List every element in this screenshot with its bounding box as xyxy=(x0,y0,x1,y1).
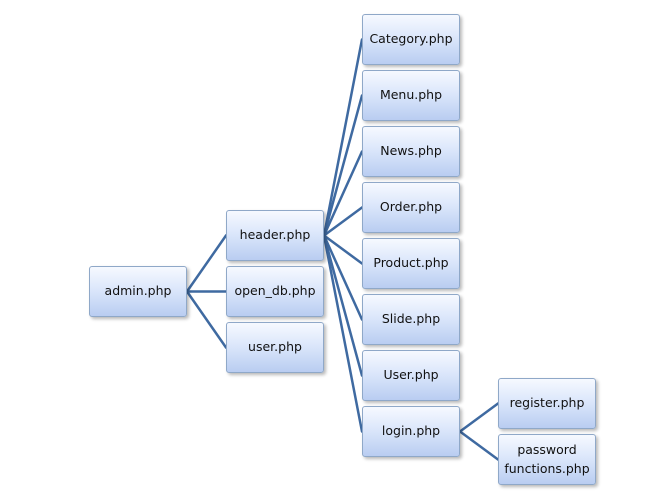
edge-admin-to-header xyxy=(185,234,228,293)
node-user-page-php: User.php xyxy=(362,350,460,401)
node-login-php: login.php xyxy=(362,406,460,457)
node-menu-php: Menu.php xyxy=(362,70,460,121)
node-product-php: Product.php xyxy=(362,238,460,289)
node-slide-php: Slide.php xyxy=(362,294,460,345)
edge-login-to-password xyxy=(458,430,500,461)
edge-admin-to-user_root xyxy=(185,290,228,349)
edge-header-to-slide xyxy=(322,234,364,321)
node-admin-php: admin.php xyxy=(89,266,187,317)
node-news-php: News.php xyxy=(362,126,460,177)
edge-header-to-menu xyxy=(322,94,364,237)
edge-login-to-register xyxy=(458,402,500,433)
node-order-php: Order.php xyxy=(362,182,460,233)
edge-header-to-order xyxy=(322,206,364,237)
node-header-php: header.php xyxy=(226,210,324,261)
edge-header-to-login xyxy=(322,234,364,433)
edge-header-to-product xyxy=(322,234,364,265)
edge-header-to-user_page xyxy=(322,234,364,377)
node-password-functions-php: password functions.php xyxy=(498,434,596,485)
node-category-php: Category.php xyxy=(362,14,460,65)
node-open-db-php: open_db.php xyxy=(226,266,324,317)
edge-header-to-news xyxy=(322,150,364,237)
node-register-php: register.php xyxy=(498,378,596,429)
edge-header-to-category xyxy=(322,38,364,237)
node-user-php: user.php xyxy=(226,322,324,373)
